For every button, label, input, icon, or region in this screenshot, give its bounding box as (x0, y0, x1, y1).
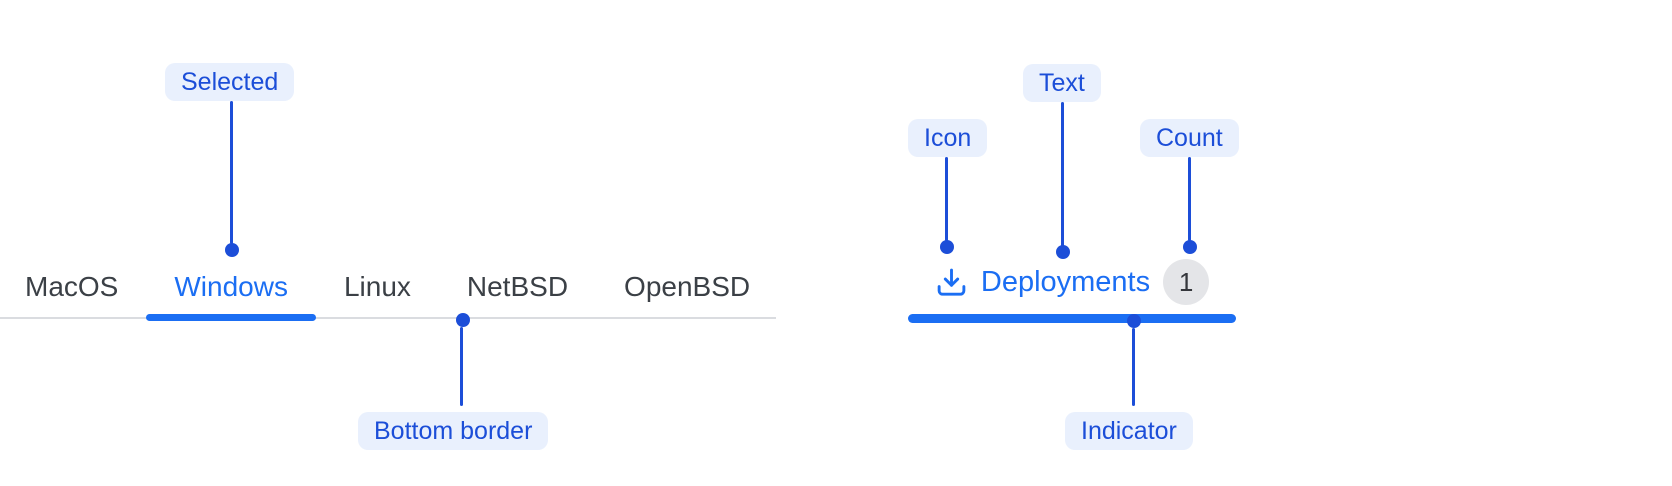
callout-selected-dot (225, 243, 239, 257)
callout-text-line (1061, 102, 1064, 247)
callout-bottom-border-line (460, 327, 463, 406)
tab-deployments-count-badge: 1 (1163, 259, 1210, 305)
tab-netbsd-label: NetBSD (466, 270, 569, 302)
callout-indicator-label: Indicator (1065, 412, 1193, 450)
tab-deployments[interactable]: Deployments 1 (908, 256, 1236, 323)
callout-text-dot (1056, 245, 1070, 259)
tab-openbsd-label: OpenBSD (624, 270, 751, 302)
tab-openbsd[interactable]: OpenBSD (596, 256, 778, 317)
callout-icon-dot (940, 240, 954, 254)
tab-macos-label: MacOS (25, 270, 119, 302)
selected-tab-indicator (908, 314, 1236, 323)
tab-linux[interactable]: Linux (316, 256, 439, 317)
callout-indicator-dot (1127, 314, 1141, 328)
callout-selected-label: Selected (165, 63, 295, 101)
callout-count-label: Count (1140, 119, 1239, 157)
callout-selected-line (230, 101, 233, 244)
callout-indicator-line (1132, 328, 1135, 406)
callout-icon-line (945, 157, 948, 241)
selected-tab-bottom-border (146, 314, 316, 321)
callout-text-label: Text (1023, 64, 1101, 102)
callout-icon-label: Icon (908, 119, 988, 157)
os-tabbar: MacOS Windows Linux NetBSD OpenBSD (0, 256, 778, 321)
callout-bottom-border-dot (456, 313, 470, 327)
callout-count-line (1188, 157, 1191, 241)
tab-windows-label: Windows (174, 270, 288, 302)
tab-deployments-label: Deployments (980, 265, 1151, 298)
callout-count-dot (1183, 240, 1197, 254)
tab-macos[interactable]: MacOS (0, 256, 146, 317)
download-icon (935, 266, 968, 299)
callout-bottom-border-label: Bottom border (358, 412, 549, 450)
tab-linux-label: Linux (343, 270, 411, 302)
tab-netbsd[interactable]: NetBSD (439, 256, 596, 317)
tab-windows[interactable]: Windows (146, 256, 316, 321)
